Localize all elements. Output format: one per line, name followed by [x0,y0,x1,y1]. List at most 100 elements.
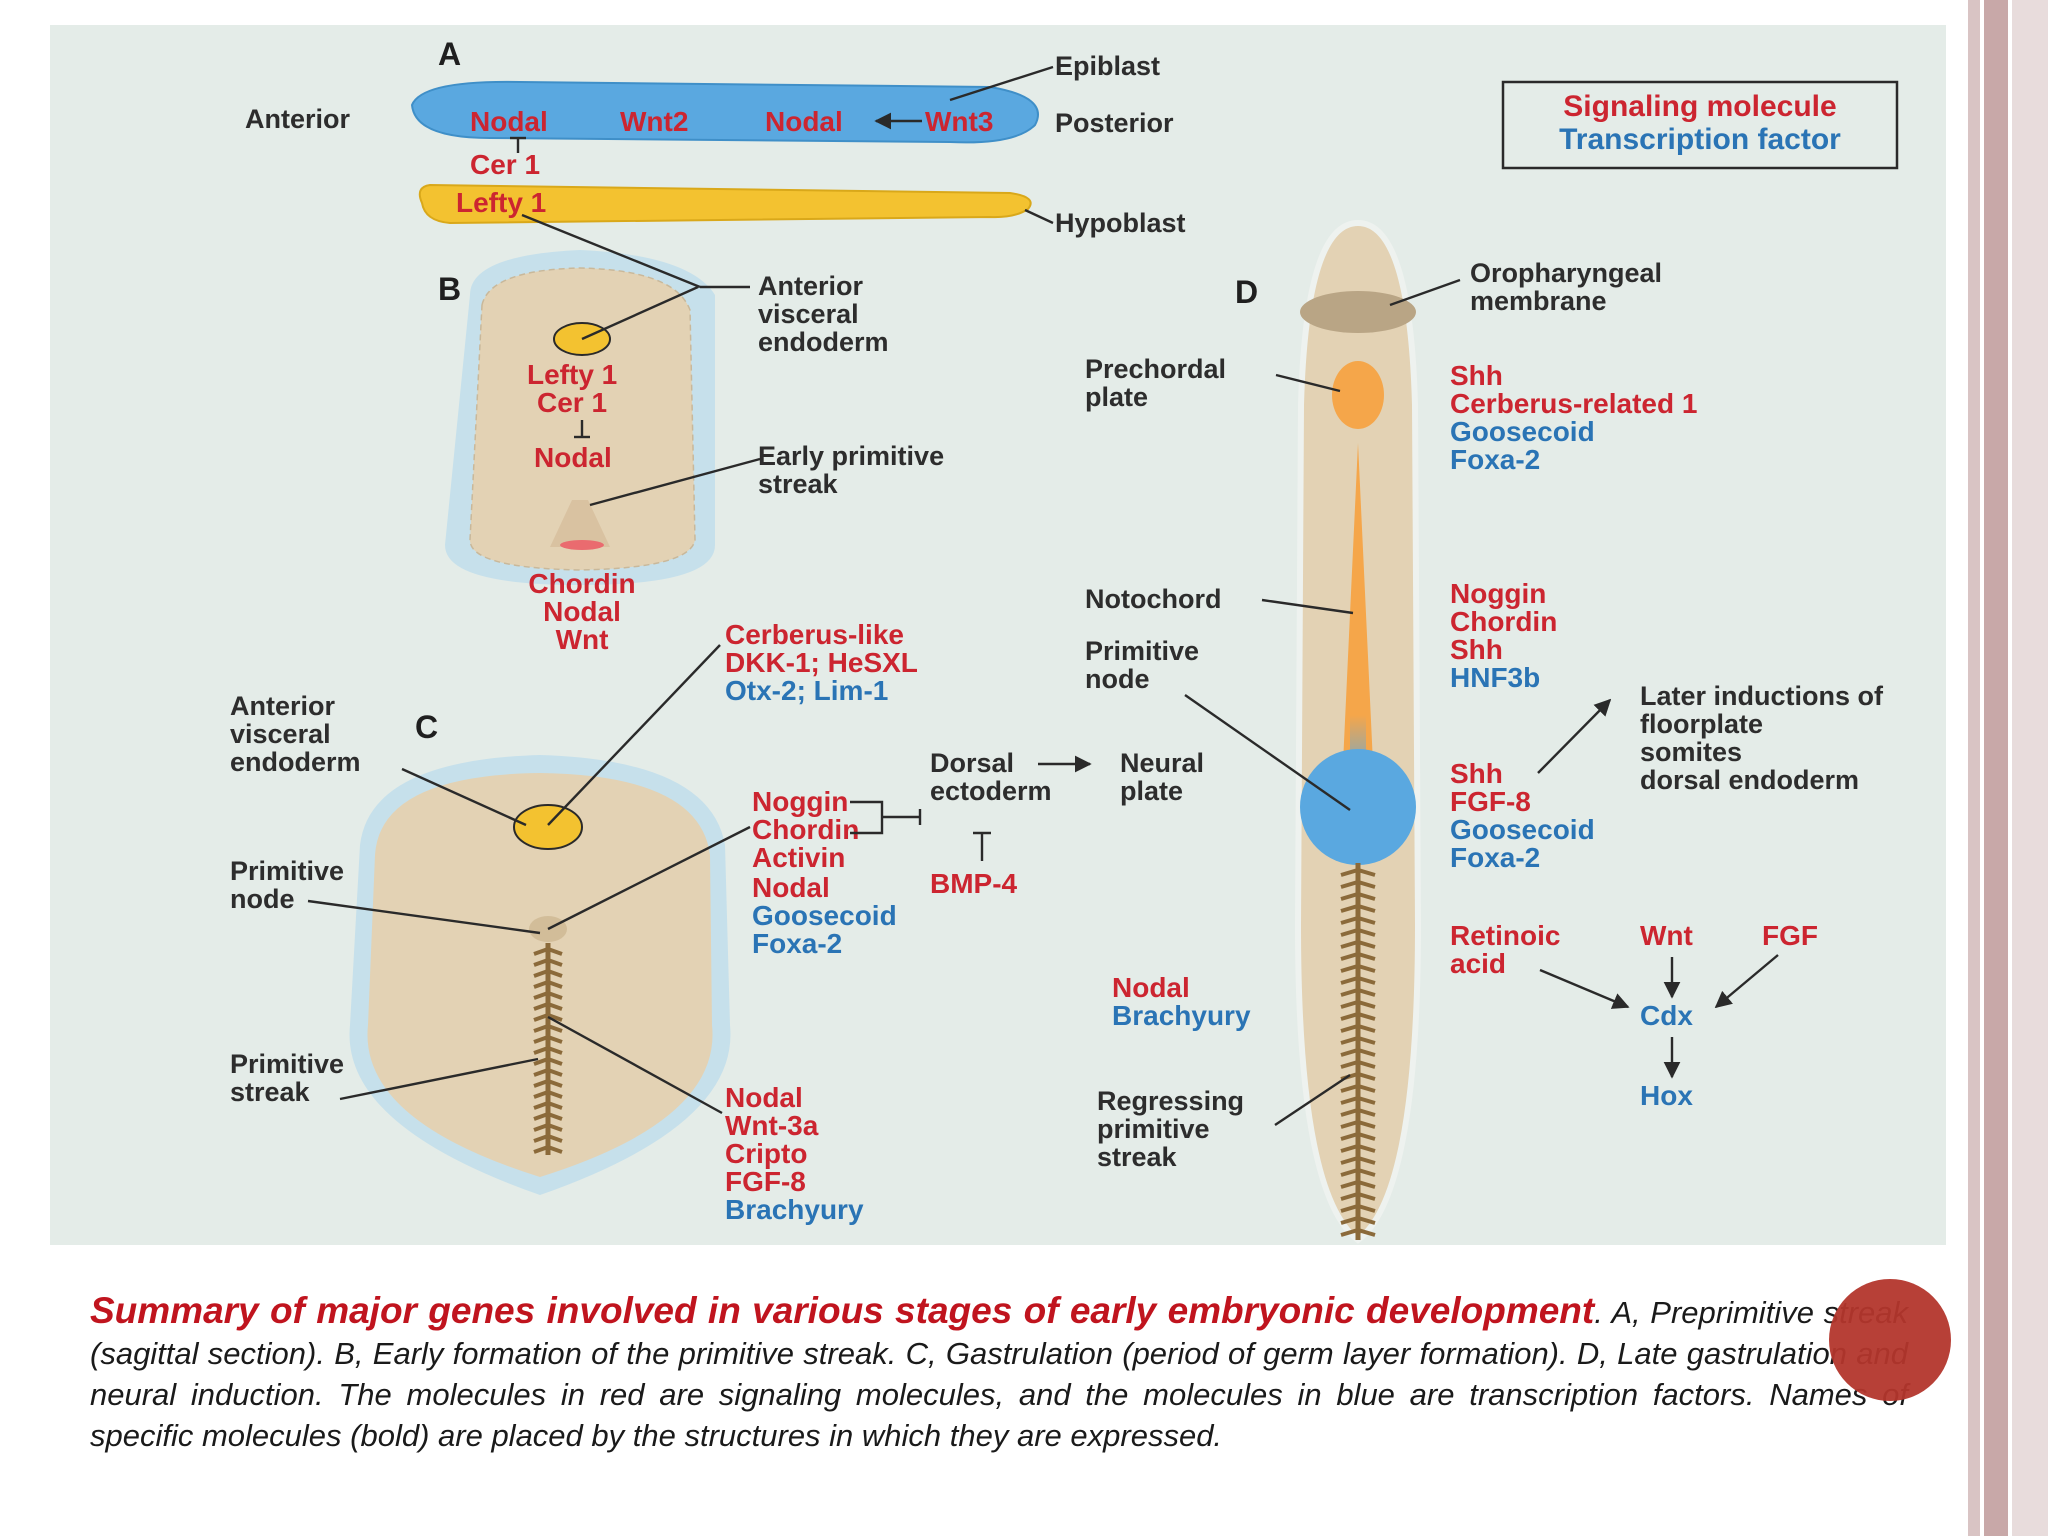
embryo-b-disc [469,267,696,571]
c-streak-pointer [339,1057,539,1101]
b-nodal2: Nodal [543,596,621,627]
prechordal-plate [1332,361,1384,429]
ave-pointer-b [581,285,699,341]
hypoblast-label: Hypoblast [1055,208,1186,238]
d-pre-foxa2: Foxa-2 [1450,444,1540,475]
c-node-line1: Primitive [230,856,344,886]
b-chordin: Chordin [528,568,635,599]
ave-b-line3: endoderm [758,327,889,357]
c-bracket [850,800,920,835]
d-brachyury: Brachyury [1112,1000,1251,1031]
c-streak-cripto: Cripto [725,1138,807,1169]
d-primitive-node [1300,749,1416,865]
d-regressing-streak [1340,863,1376,1240]
b-wnt: Wnt [556,624,609,655]
b-early-streak [550,500,610,547]
d-pnode-line2: node [1085,664,1150,694]
notochord-pointer [1261,598,1354,615]
d-prechordal-line2: plate [1085,382,1148,412]
ave-b-line2: visceral [758,299,859,329]
figure-caption: Summary of major genes involved in vario… [90,1290,1908,1456]
legend-signaling: Signaling molecule [1563,90,1836,123]
c-node-line2: node [230,884,295,914]
oropharyngeal-membrane [1300,291,1416,333]
posterior-label: Posterior [1055,108,1174,138]
panel-d: D Oropharyngeal membrane Prechordal plat… [1085,219,1884,1244]
d-pnode-pointer [1184,694,1351,811]
c-nodal: Nodal [752,872,830,903]
c-node-pointer [307,899,541,935]
border-strip-outer [1968,0,1980,1536]
epiblast-pointer [949,65,1054,102]
c-streak-line1: Primitive [230,1049,344,1079]
d-reg-line3: streak [1097,1142,1178,1172]
c-streak-line2: streak [230,1077,311,1107]
c-node-molecules-pointer [547,825,751,931]
c-dorsal: Dorsal [930,748,1014,778]
embryo-gene-diagram: Signaling molecule Transcription factor … [50,25,1946,1245]
b-streak-tip [560,540,604,550]
c-ave-oval [513,804,583,850]
epiblast-wnt3: Wnt3 [925,106,993,137]
c-chordin: Chordin [752,814,859,845]
panel-a: A Anterior Posterior Nodal Wnt2 Nodal Wn… [245,36,1186,238]
hypoblast-lefty1: Lefty 1 [456,187,546,218]
cer1-label: Cer 1 [470,149,540,180]
d-fgf: FGF [1762,920,1818,951]
c-streak-fgf8: FGF-8 [725,1166,806,1197]
d-node-shh: Shh [1450,758,1503,789]
c-cerberus-like: Cerberus-like [725,619,904,650]
c-ectoderm: ectoderm [930,776,1052,806]
prechordal-pointer [1275,373,1341,393]
border-strip-edge [2012,0,2048,1536]
ave-b-line1: Anterior [758,271,864,301]
d-retinoic-line1: Retinoic [1450,920,1560,951]
b-nodal: Nodal [534,442,612,473]
d-pre-shh: Shh [1450,360,1503,391]
d-reg-line2: primitive [1097,1114,1210,1144]
eps-line1: Early primitive [758,441,944,471]
d-later-line3: somites [1640,737,1742,767]
d-noto-chordin: Chordin [1450,606,1557,637]
border-strip-inner [1984,0,2008,1536]
d-wnt: Wnt [1640,920,1693,951]
c-otx2: Otx-2; Lim-1 [725,675,888,706]
caption-body: . A, Preprimitive streak (sagittal secti… [90,1295,1908,1453]
notochord [1342,443,1374,785]
d-prechordal-line1: Prechordal [1085,354,1226,384]
c-dkk1: DKK-1; HeSXL [725,647,918,678]
later-inductions-arrow [1537,698,1612,774]
d-reg-line1: Regressing [1097,1086,1244,1116]
b-lefty1: Lefty 1 [527,359,617,390]
d-pre-cerberus: Cerberus-related 1 [1450,388,1697,419]
epiblast-wnt2: Wnt2 [620,106,688,137]
hypoblast-shape [418,183,1032,225]
d-node-foxa2: Foxa-2 [1450,842,1540,873]
d-pnode-line1: Primitive [1085,636,1199,666]
d-noto-hnf3b: HNF3b [1450,662,1540,693]
b-cer1: Cer 1 [537,387,607,418]
legend-box: Signaling molecule Transcription factor [1501,80,1899,170]
d-later-line2: floorplate [1640,709,1763,739]
c-ave-pointer [401,767,527,827]
c-ave-line3: endoderm [230,747,361,777]
c-noggin: Noggin [752,786,848,817]
c-streak-nodal: Nodal [725,1082,803,1113]
d-notochord: Notochord [1085,584,1221,614]
caption-title: Summary of major genes involved in vario… [90,1290,1595,1331]
panel-b: B Anterior visceral endoderm Lefty 1 Cer… [438,213,944,655]
d-noto-shh: Shh [1450,634,1503,665]
d-later-line4: dorsal endoderm [1640,765,1859,795]
c-activin: Activin [752,842,845,873]
c-streak-wnt3a: Wnt-3a [725,1110,819,1141]
d-node-goosecoid: Goosecoid [1450,814,1595,845]
panel-d-letter: D [1235,274,1258,310]
c-ave-line1: Anterior [230,691,336,721]
oropharyngeal-pointer [1389,278,1461,307]
epiblast-nodal-2: Nodal [765,106,843,137]
lefty-pointer-a [521,213,701,289]
eps-pointer [589,457,761,507]
cerberus-pointer [547,644,721,826]
decorative-circle [1829,1279,1951,1401]
